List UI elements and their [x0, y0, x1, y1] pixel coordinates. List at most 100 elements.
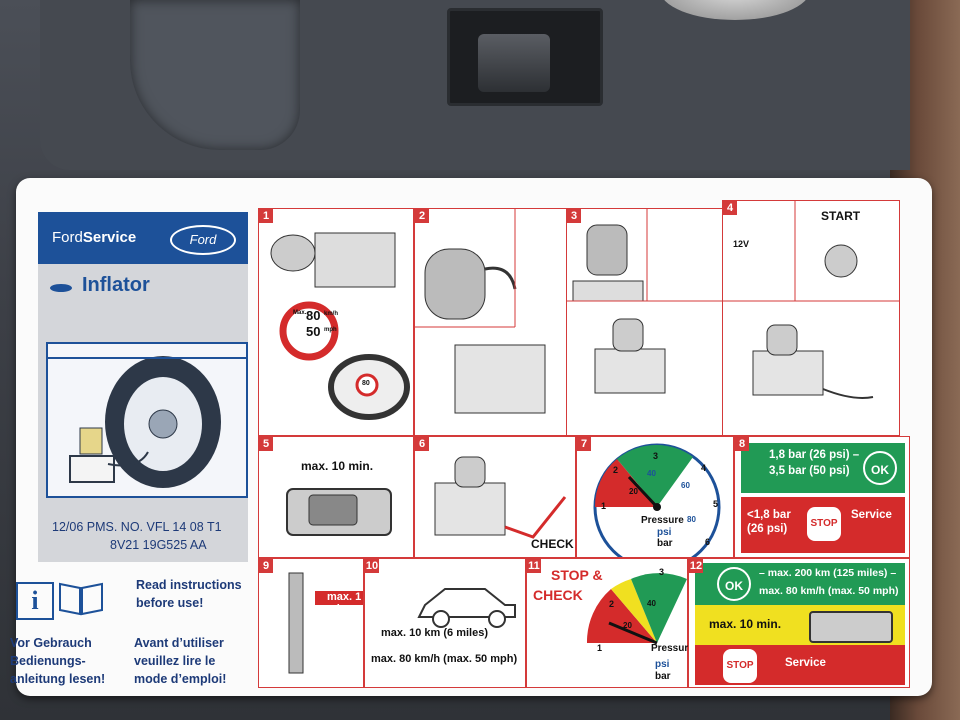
step-number: 1: [259, 209, 273, 223]
step-8-panel: 8 1,8 bar (26 psi) – 3,5 bar (50 psi) OK…: [734, 436, 910, 558]
step-number: 4: [723, 201, 737, 215]
speed-kmh: 80: [306, 308, 321, 323]
step-7-panel: 7 Pressure psi bar 20 40 60 80 1 2 3 4 5…: [576, 436, 734, 571]
psi-label-2: psi: [655, 659, 670, 670]
gauge-edge: [660, 0, 810, 20]
bar-tick-5: 5: [713, 499, 719, 509]
brand-bar: FordService Ford: [38, 212, 248, 264]
brand-name: FordService: [52, 229, 137, 246]
pressure-gauge: [593, 443, 721, 571]
rocker-switch[interactable]: [478, 34, 550, 92]
step-12-panel: 12 OK – max. 200 km (125 miles) – max. 8…: [688, 558, 910, 688]
max-distance-12: – max. 200 km (125 miles) –: [759, 567, 897, 579]
low-pressure-line2: (26 psi): [747, 523, 788, 535]
ford-logo: Ford: [170, 225, 236, 255]
part-number-line2: 8V21 19G525 AA: [110, 538, 207, 552]
part-number-line1: 12/06 PMS. NO. VFL 14 08 T1: [52, 520, 222, 534]
gauge2-tick-3: 3: [659, 567, 665, 577]
step-number: 7: [577, 437, 591, 451]
product-title: Inflator: [82, 274, 150, 296]
step-number: 9: [259, 559, 273, 573]
mph-unit: mph: [324, 327, 337, 333]
bar-label-2: bar: [655, 671, 671, 682]
psi-label: psi: [657, 527, 672, 538]
ok-badge: OK: [863, 451, 897, 485]
inflator-case-top: [40, 0, 910, 170]
step-number: 10: [365, 559, 379, 573]
bar-tick-4: 4: [701, 463, 707, 473]
gauge2-tick-1: 1: [597, 643, 603, 653]
bar-tick-6: 6: [705, 537, 711, 547]
sign-max-label: Max.: [293, 310, 307, 316]
step-4-drawing: [723, 201, 899, 399]
info-icon: i: [16, 582, 54, 620]
stop-sign-icon: STOP: [807, 507, 841, 541]
ford-oval-icon: [50, 284, 72, 292]
kmh-unit: km/h: [324, 311, 339, 317]
step-2-drawing: [415, 209, 546, 414]
low-pressure-line1: <1,8 bar: [747, 509, 791, 521]
step-number: 11: [527, 559, 541, 573]
pressure-label: Pressure: [641, 515, 684, 526]
step-number: 12: [689, 559, 703, 573]
case-cutout: [130, 0, 300, 150]
max-distance: max. 10 km (6 miles): [381, 627, 489, 639]
pressure-label-2: Pressure: [651, 643, 694, 654]
step-3-drawing: [567, 209, 725, 394]
bar-label: bar: [657, 538, 673, 549]
step-3-panel: 3: [566, 208, 726, 436]
psi-tick-60: 60: [681, 481, 690, 490]
bar-tick-1: 1: [601, 501, 607, 511]
step-6-panel: 6 CHECK: [414, 436, 576, 558]
max-speed: max. 80 km/h (max. 50 mph): [371, 653, 518, 665]
ok-badge-12: OK: [717, 567, 751, 601]
max-1-min: max. 1 min.: [327, 591, 362, 615]
check-label: CHECK: [531, 537, 574, 551]
wheel-sign-speed: 80: [362, 380, 370, 387]
stop-sign-icon-12: STOP: [723, 649, 757, 683]
stop-check-title-2: CHECK: [533, 587, 583, 603]
max-speed-12: max. 80 km/h (max. 50 mph): [759, 585, 899, 597]
gauge2-tick-2: 2: [609, 599, 615, 609]
step-5-panel: 5 max. 10 min.: [258, 436, 414, 558]
step-number: 6: [415, 437, 429, 451]
product-row: Inflator: [46, 272, 246, 302]
max-10-min-12: max. 10 min.: [709, 617, 782, 631]
ok-range-line1: 1,8 bar (26 psi) –: [769, 449, 860, 461]
step-2-panel: 2: [414, 208, 570, 436]
ok-range-line2: 3,5 bar (50 psi): [769, 465, 850, 477]
service-label-12: Service: [785, 657, 826, 669]
bar-tick-3: 3: [653, 451, 659, 461]
step-4-panel: 4 START 12V: [722, 200, 900, 436]
start-label: START: [821, 209, 861, 223]
speed-mph: 50: [306, 324, 321, 339]
pressure-gauge-2: [586, 573, 687, 645]
step-9-drawing: [288, 572, 363, 674]
tyre-compressor-drawing: [48, 356, 246, 488]
gauge2-tick-40: 40: [647, 599, 656, 608]
bar-tick-2: 2: [613, 465, 619, 475]
car-drawing: [417, 588, 516, 628]
psi-tick-80: 80: [687, 515, 696, 524]
tyre-illustration: [46, 342, 248, 498]
step-11-panel: 11 STOP & CHECK Pressure psi bar 1 2 3 2…: [526, 558, 694, 688]
switch-icon: [809, 611, 893, 643]
step-number: 5: [259, 437, 273, 451]
step-9-panel: 9 max. 1 min.: [258, 558, 364, 688]
gauge2-tick-20: 20: [623, 621, 632, 630]
service-label: Service: [851, 509, 892, 521]
step-6-drawing: [434, 456, 567, 539]
manual-book-icon: [59, 582, 103, 616]
step-1-drawing: [270, 232, 410, 420]
step-5-time: max. 10 min.: [301, 459, 374, 473]
12v-label: 12V: [733, 239, 750, 249]
step-number: 3: [567, 209, 581, 223]
switch-drawing: [286, 488, 392, 536]
step-1-panel: 1 Max. 80 km/h 50 mph 80: [258, 208, 414, 436]
psi-tick-40: 40: [647, 469, 656, 478]
psi-tick-20: 20: [629, 487, 638, 496]
step-number: 2: [415, 209, 429, 223]
stop-check-title-1: STOP &: [551, 567, 603, 583]
